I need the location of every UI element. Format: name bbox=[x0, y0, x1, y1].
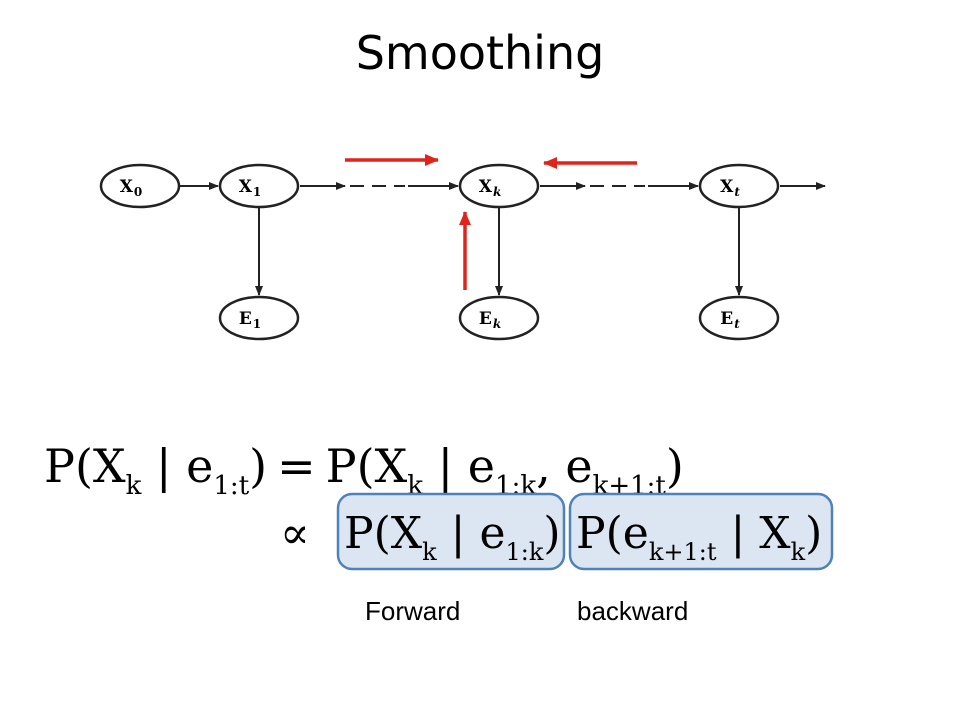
backward-caption: backward bbox=[577, 596, 689, 626]
node-x0-label: X0 bbox=[120, 177, 143, 199]
evidence-edges bbox=[255, 208, 743, 296]
equals-sign: = bbox=[277, 439, 316, 493]
node-ek-label: Ek bbox=[479, 309, 501, 331]
message-arrows bbox=[345, 154, 637, 290]
slide-title: Smoothing bbox=[355, 26, 605, 80]
forward-caption: Forward bbox=[365, 596, 461, 626]
node-xk bbox=[458, 163, 540, 209]
nodes bbox=[99, 163, 780, 341]
backward-term-box bbox=[568, 492, 834, 571]
proportional-sign: ∝ bbox=[280, 508, 310, 559]
formula-line-1: P(Xk | e1:t)=P(Xk | e1:k, ek+1:t) bbox=[44, 439, 684, 501]
node-x1-label: X1 bbox=[239, 177, 262, 199]
node-e1-label: E1 bbox=[239, 309, 261, 331]
node-ek bbox=[458, 295, 540, 341]
backward-term: P(ek+1:t | Xk) bbox=[576, 508, 822, 566]
formula-lhs: P(X bbox=[44, 439, 126, 493]
node-xt bbox=[698, 163, 780, 209]
forward-term-box bbox=[336, 492, 566, 571]
node-x1 bbox=[218, 163, 300, 209]
forward-term: P(Xk | e1:k) bbox=[344, 508, 561, 566]
node-labels: X0 X1 Xk Xt E1 Ek Et bbox=[120, 177, 741, 331]
node-x0 bbox=[99, 163, 181, 209]
node-et-label: Et bbox=[720, 309, 740, 331]
node-e1 bbox=[218, 295, 300, 341]
node-xt-label: Xt bbox=[720, 177, 740, 199]
node-et bbox=[698, 295, 780, 341]
node-xk-label: Xk bbox=[479, 177, 502, 199]
